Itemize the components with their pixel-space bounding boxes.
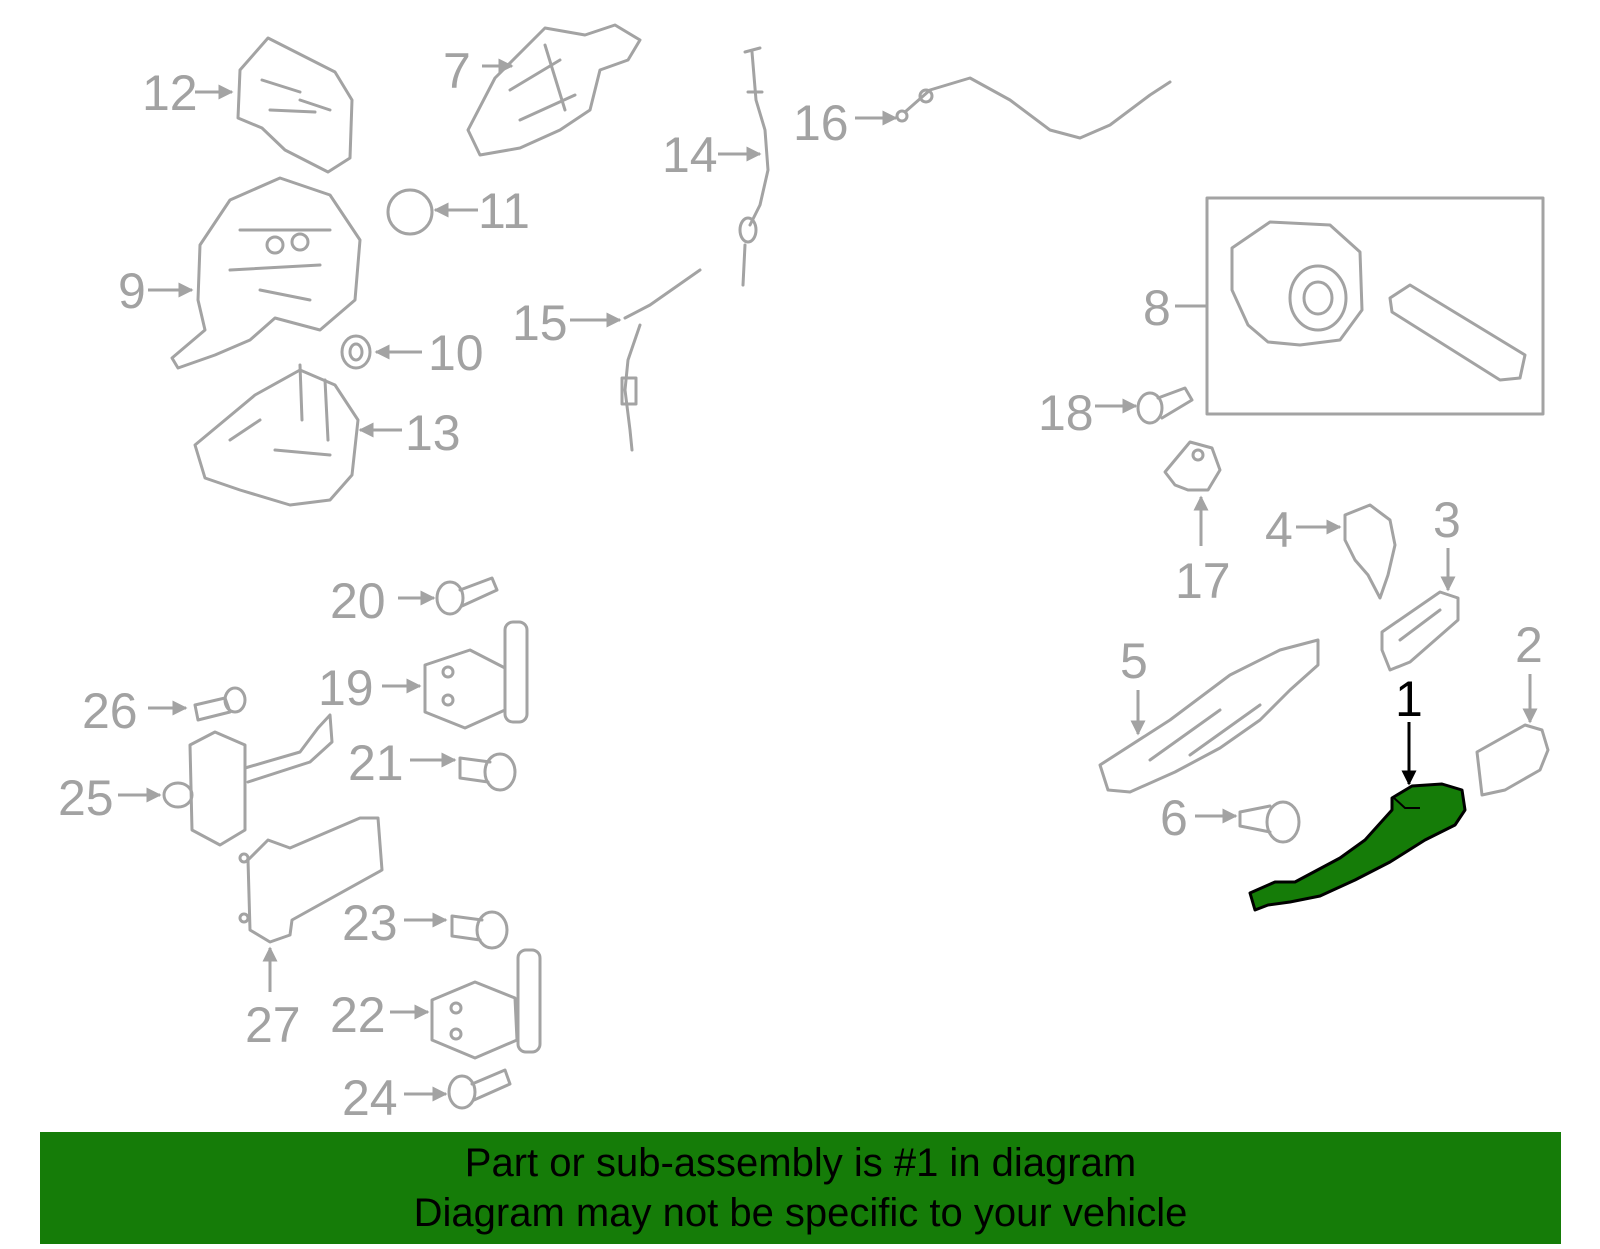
- part-10-plug: 10: [340, 325, 484, 381]
- banner-line-2: Diagram may not be specific to your vehi…: [413, 1191, 1188, 1235]
- callout-4: 4: [1265, 502, 1293, 558]
- part-5-frame: 5: [1098, 633, 1320, 794]
- callout-22: 22: [330, 987, 386, 1043]
- part-17-striker: 17: [1163, 440, 1231, 609]
- part-24-bolt: 24: [342, 1068, 512, 1126]
- part-2-cap: 2: [1475, 617, 1550, 797]
- part-20-bolt: 20: [330, 573, 499, 629]
- part-11-ring: 11: [386, 183, 530, 239]
- part-9-latch: 9: [118, 176, 362, 370]
- part-6-screw: 6: [1160, 790, 1301, 846]
- part-15-rod: 15: [512, 268, 702, 452]
- part-19-hinge: 19: [318, 620, 529, 730]
- callout-10: 10: [428, 325, 484, 381]
- part-25-check-strap: 25: [58, 713, 334, 847]
- part-26-bolt: 26: [82, 683, 247, 739]
- callout-6: 6: [1160, 790, 1188, 846]
- callout-23: 23: [342, 895, 398, 951]
- part-12-lock-cover: 12: [142, 36, 354, 174]
- callout-5: 5: [1120, 633, 1148, 689]
- callout-8: 8: [1143, 280, 1171, 336]
- part-14-cable: 14: [662, 46, 770, 287]
- callout-14: 14: [662, 127, 718, 183]
- callout-17: 17: [1175, 553, 1231, 609]
- banner-line-1: Part or sub-assembly is #1 in diagram: [464, 1141, 1137, 1185]
- callout-27: 27: [245, 997, 301, 1053]
- part-7-bracket: 7: [443, 23, 642, 157]
- callout-13: 13: [405, 405, 461, 461]
- part-16-cable: 16: [793, 76, 1172, 151]
- callout-15: 15: [512, 295, 568, 351]
- callout-20: 20: [330, 573, 386, 629]
- callout-7: 7: [443, 43, 471, 99]
- callout-21: 21: [348, 735, 404, 791]
- part-27-check-link: 27: [238, 816, 384, 1053]
- callout-24: 24: [342, 1070, 398, 1126]
- callout-12: 12: [142, 65, 198, 121]
- callout-9: 9: [118, 263, 146, 319]
- part-13-housing: 13: [193, 363, 461, 507]
- callout-1: 1: [1395, 671, 1423, 727]
- callout-18: 18: [1038, 385, 1094, 441]
- callout-2: 2: [1515, 617, 1543, 673]
- callout-25: 25: [58, 770, 114, 826]
- part-23-bolt: 23: [342, 895, 509, 951]
- info-banner: Part or sub-assembly is #1 in diagram Di…: [40, 1132, 1561, 1244]
- part-21-bolt: 21: [348, 735, 517, 792]
- part-4-clip: 4: [1265, 502, 1397, 600]
- part-1-door-handle: 1: [1248, 671, 1467, 912]
- part-22-hinge: 22: [330, 948, 542, 1060]
- callout-11: 11: [478, 183, 530, 239]
- part-18-bolt: 18: [1038, 385, 1194, 441]
- callout-19: 19: [318, 660, 374, 716]
- callout-3: 3: [1433, 492, 1461, 548]
- callout-26: 26: [82, 683, 138, 739]
- part-8-lock-cylinder-kit: 8: [1143, 196, 1545, 416]
- callout-16: 16: [793, 95, 849, 151]
- part-3-bezel: 3: [1380, 492, 1461, 672]
